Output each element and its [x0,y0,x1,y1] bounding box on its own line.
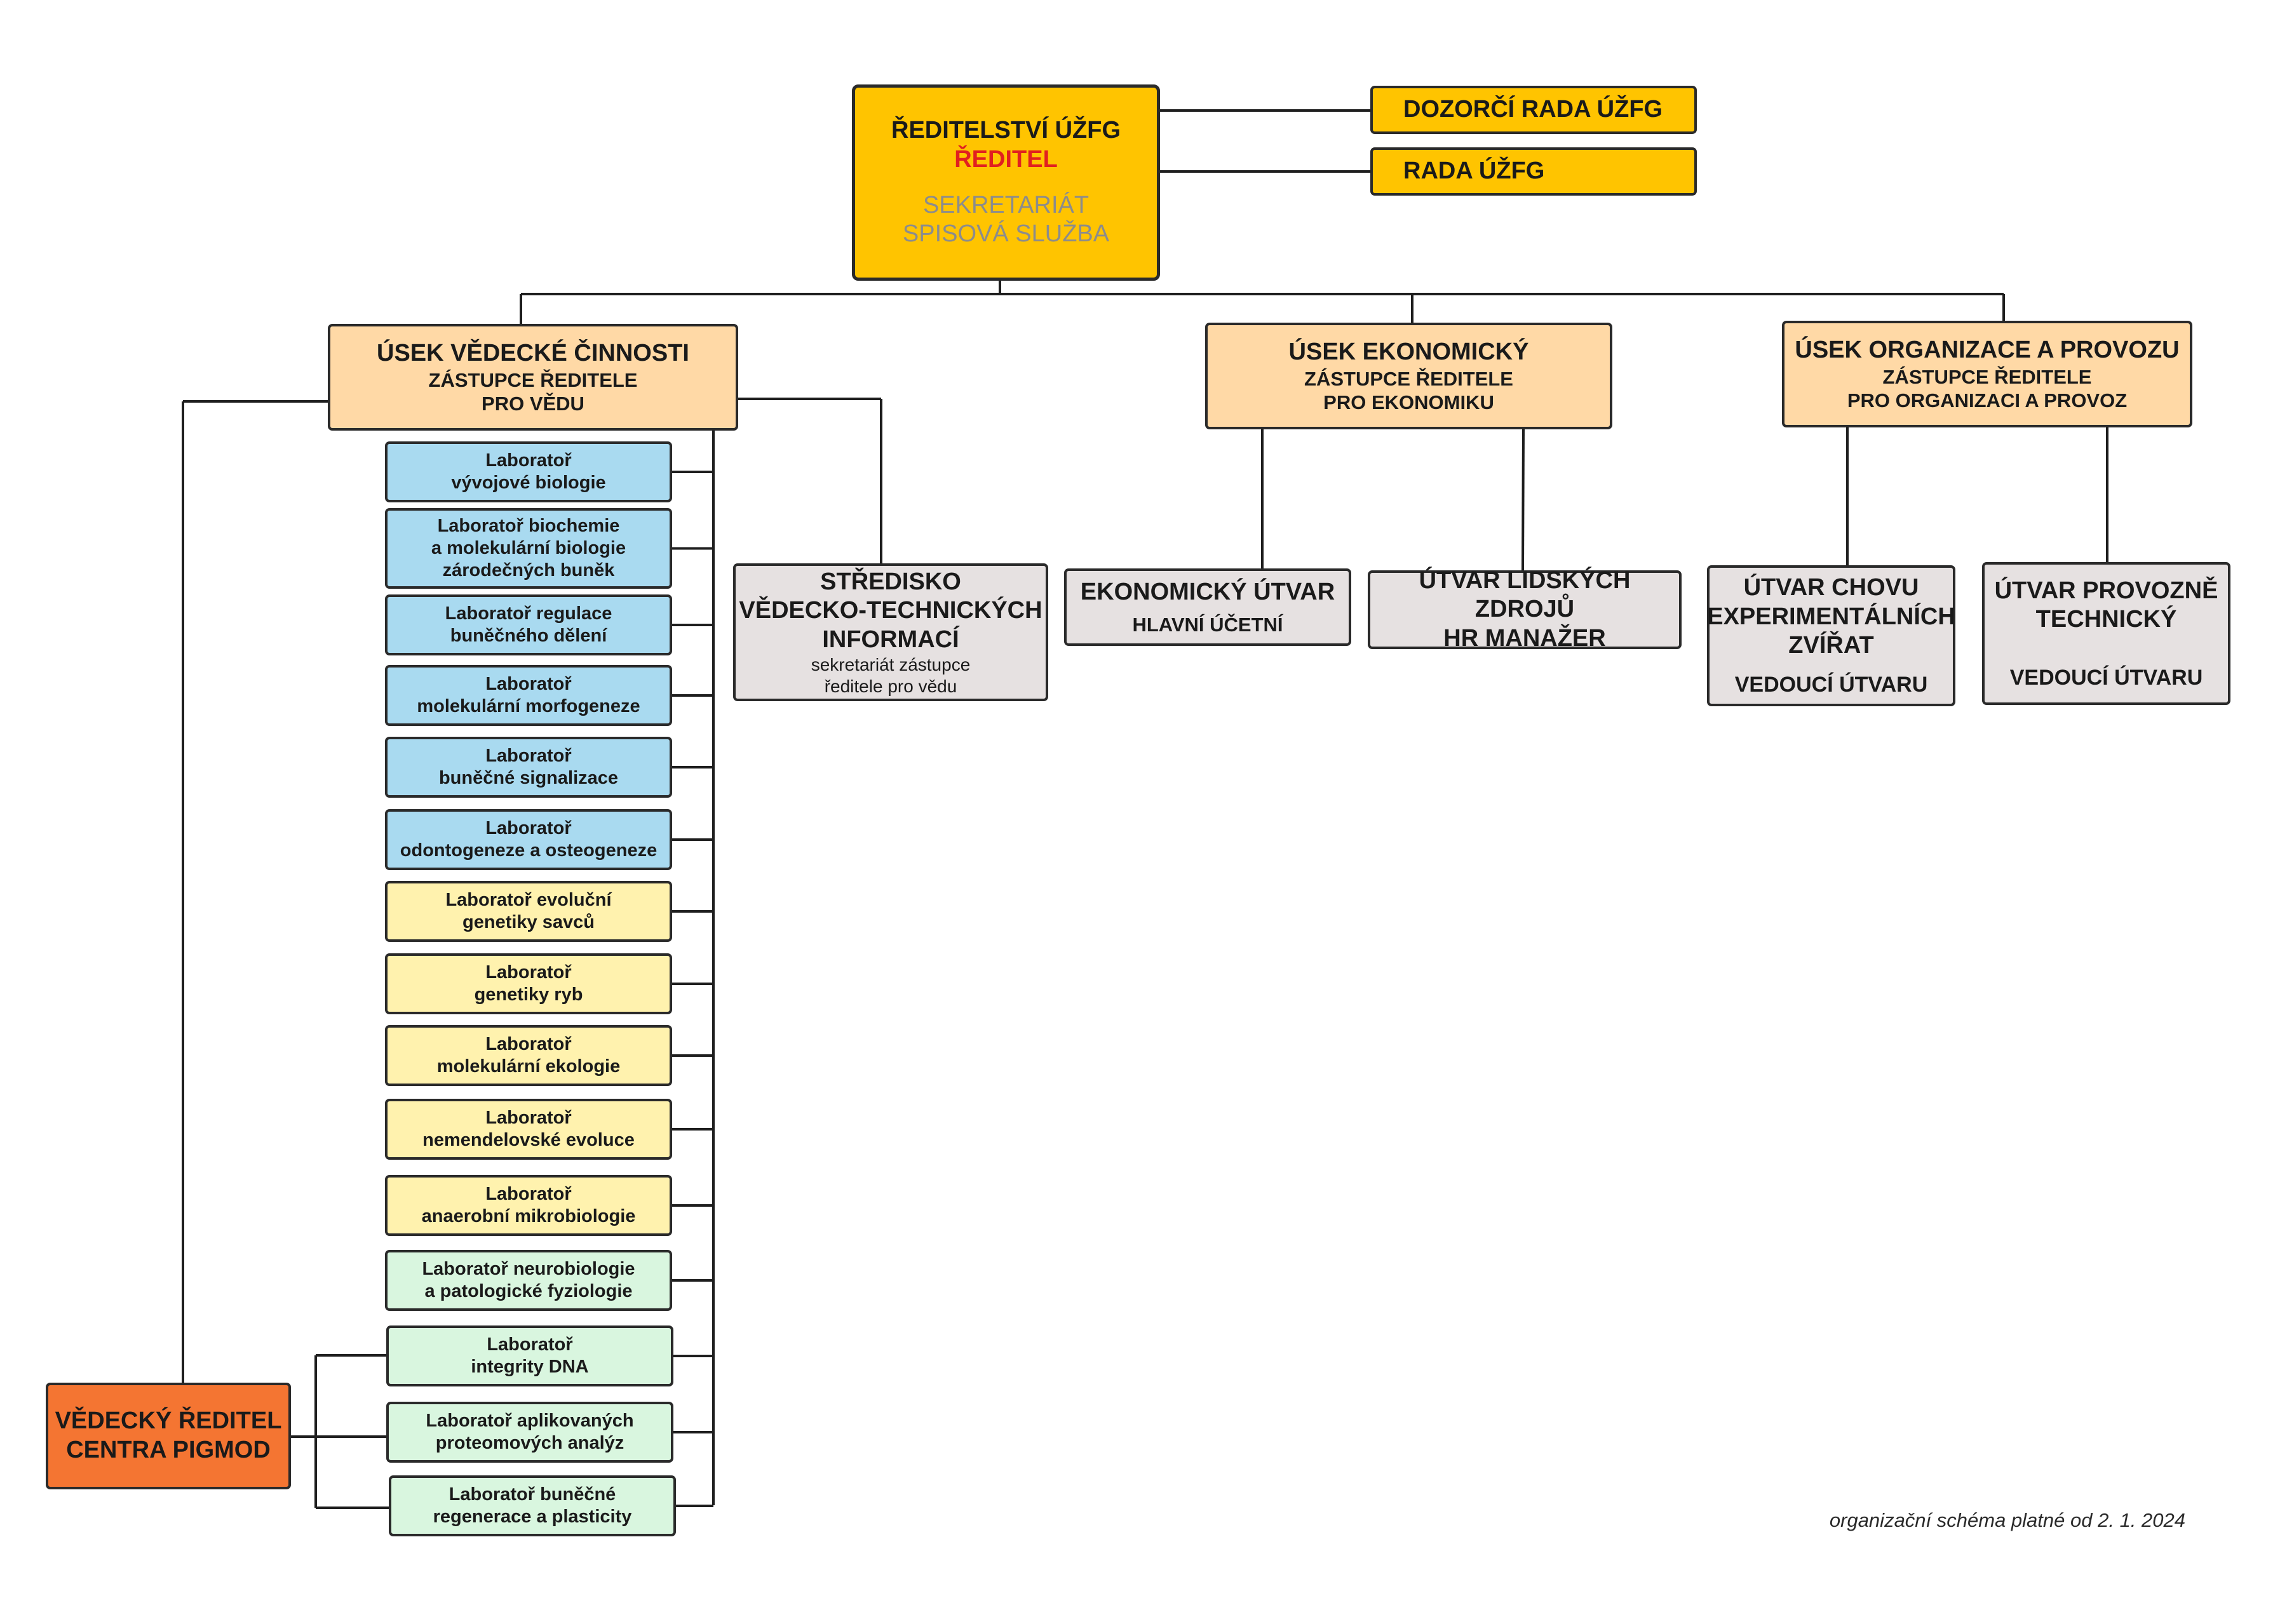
lab-line1: Laboratoř [485,1184,572,1205]
hr-unit-box: ÚTVAR LIDSKÝCH ZDROJŮ HR MANAŽER [1368,567,1682,652]
science-division-scope: PRO VĚDU [482,392,584,415]
lab-box: Laboratoř regulace buněčného dělení [385,594,672,655]
animal-unit-head: VEDOUCÍ ÚTVARU [1734,672,1928,697]
filing-service-label: SPISOVÁ SLUŽBA [902,220,1110,248]
pigmod-director-box: VĚDECKÝ ŘEDITEL CENTRA PIGMOD [46,1383,291,1489]
lab-line2: integrity DNA [471,1357,589,1377]
secretariat-label: SEKRETARIÁT [922,191,1090,218]
lab-box: Laboratoř genetiky ryb [385,953,672,1014]
lab-line1: Laboratoř neurobiologie [422,1259,635,1280]
lab-box: Laboratoř nemendelovské evoluce [385,1099,672,1160]
lab-line2: genetiky ryb [474,984,583,1005]
lab-line1: Laboratoř [485,746,572,767]
info-center-sub2: ředitele pro vědu [824,676,957,696]
economic-division-title: ÚSEK EKONOMICKÝ [1288,339,1529,366]
lab-line2: regenerace a plasticity [433,1507,632,1527]
animal-unit-line2: EXPERIMENTÁLNÍCH [1707,603,1955,630]
animal-unit-line1: ÚTVAR CHOVU [1743,574,1919,601]
lab-box: Laboratoř buněčné regenerace a plasticit… [389,1475,676,1536]
organization-division-deputy: ZÁSTUPCE ŘEDITELE [1882,365,2092,388]
pigmod-director-line2: CENTRA PIGMOD [66,1437,271,1463]
lab-line2: genetiky savců [462,912,595,932]
lab-box: Laboratoř neurobiologie a patologické fy… [385,1250,672,1311]
tech-unit-head: VEDOUCÍ ÚTVARU [2009,665,2203,690]
pigmod-director-line1: VĚDECKÝ ŘEDITEL [55,1407,282,1435]
organization-division-box: ÚSEK ORGANIZACE A PROVOZU ZÁSTUPCE ŘEDIT… [1782,321,2192,427]
animal-unit-line3: ZVÍŘAT [1788,632,1874,659]
lab-line1: Laboratoř [485,674,572,695]
economic-division-box: ÚSEK EKONOMICKÝ ZÁSTUPCE ŘEDITELE PRO EK… [1205,323,1612,429]
lab-line2: anaerobní mikrobiologie [421,1206,636,1226]
director-role: ŘEDITEL [954,145,1058,173]
hr-unit-title: ÚTVAR LIDSKÝCH ZDROJŮ [1419,567,1631,623]
tech-unit-line2: TECHNICKÝ [2035,606,2177,633]
lab-line1: Laboratoř [487,1334,573,1355]
info-center-line3: INFORMACÍ [822,626,959,653]
lab-line1: Laboratoř [485,1108,572,1129]
institute-board-box: RADA ÚŽFG [1370,147,1697,196]
lab-box: Laboratoř anaerobní mikrobiologie [385,1175,672,1236]
supervisory-board-box: DOZORČÍ RADA ÚŽFG [1370,86,1697,134]
lab-box: Laboratoř aplikovaných proteomových anal… [386,1402,673,1463]
lab-line3: zárodečných buněk [442,560,615,580]
info-center-line1: STŘEDISKO [820,568,961,595]
economic-unit-head: HLAVNÍ ÚČETNÍ [1132,614,1283,636]
lab-box: Laboratoř buněčné signalizace [385,737,672,798]
economic-unit-box: EKONOMICKÝ ÚTVAR HLAVNÍ ÚČETNÍ [1064,568,1351,646]
lab-box: Laboratoř biochemie a molekulární biolog… [385,508,672,589]
info-center-box: STŘEDISKO VĚDECKO-TECHNICKÝCH INFORMACÍ … [733,563,1048,701]
science-division-title: ÚSEK VĚDECKÉ ČINNOSTI [377,340,689,367]
organization-division-scope: PRO ORGANIZACI A PROVOZ [1847,389,2128,412]
lab-box: Laboratoř molekulární ekologie [385,1025,672,1086]
lab-line1: Laboratoř regulace [445,603,612,624]
lab-line2: buněčné signalizace [438,768,619,788]
lab-line1: Laboratoř biochemie [437,516,620,537]
lab-line2: buněčného dělení [450,626,607,646]
lab-line2: odontogeneze a osteogeneze [400,840,658,861]
director-office-title: ŘEDITELSTVÍ ÚŽFG [891,117,1121,144]
lab-line2: molekulární ekologie [436,1056,621,1077]
institute-board-label: RADA ÚŽFG [1403,158,1545,185]
lab-box: Laboratoř molekulární morfogeneze [385,665,672,726]
lab-box: Laboratoř evoluční genetiky savců [385,881,672,942]
lab-line1: Laboratoř aplikovaných [426,1411,634,1432]
tech-unit-box: ÚTVAR PROVOZNĚ TECHNICKÝ VEDOUCÍ ÚTVARU [1982,562,2230,705]
economic-division-scope: PRO EKONOMIKU [1323,391,1494,413]
economic-division-deputy: ZÁSTUPCE ŘEDITELE [1304,367,1513,390]
validity-note: organizační schéma platné od 2. 1. 2024 [1829,1509,2185,1531]
hr-unit-head: HR MANAŽER [1443,624,1606,652]
lab-line1: Laboratoř [485,450,572,471]
lab-line2: nemendelovské evoluce [422,1130,635,1150]
science-division-box: ÚSEK VĚDECKÉ ČINNOSTI ZÁSTUPCE ŘEDITELE … [328,324,738,431]
tech-unit-line1: ÚTVAR PROVOZNĚ [1994,577,2218,604]
lab-line2: proteomových analýz [435,1433,624,1453]
animal-unit-box: ÚTVAR CHOVU EXPERIMENTÁLNÍCH ZVÍŘAT VEDO… [1707,565,1955,706]
economic-unit-title: EKONOMICKÝ ÚTVAR [1080,578,1335,605]
lab-box: Laboratoř vývojové biologie [385,441,672,502]
info-center-line2: VĚDECKO-TECHNICKÝCH [739,597,1042,624]
lab-line1: Laboratoř evoluční [445,890,612,911]
info-center-sub1: sekretariát zástupce [811,655,971,675]
lab-line1: Laboratoř [485,818,572,839]
lab-line2: molekulární morfogeneze [417,696,640,716]
lab-line1: Laboratoř [485,1034,572,1055]
lab-box: Laboratoř odontogeneze a osteogeneze [385,809,672,870]
director-office-box: ŘEDITELSTVÍ ÚŽFG ŘEDITEL SEKRETARIÁT SPI… [852,84,1160,281]
supervisory-board-label: DOZORČÍ RADA ÚŽFG [1403,96,1663,123]
lab-line1: Laboratoř [485,962,572,983]
science-division-deputy: ZÁSTUPCE ŘEDITELE [428,368,638,391]
lab-box: Laboratoř integrity DNA [386,1325,673,1386]
lab-line1: Laboratoř buněčné [449,1484,616,1505]
organization-division-title: ÚSEK ORGANIZACE A PROVOZU [1795,337,2180,364]
lab-line2: a molekulární biologie [431,538,626,559]
lab-line2: vývojové biologie [451,473,606,493]
lab-line2: a patologické fyziologie [424,1281,633,1301]
